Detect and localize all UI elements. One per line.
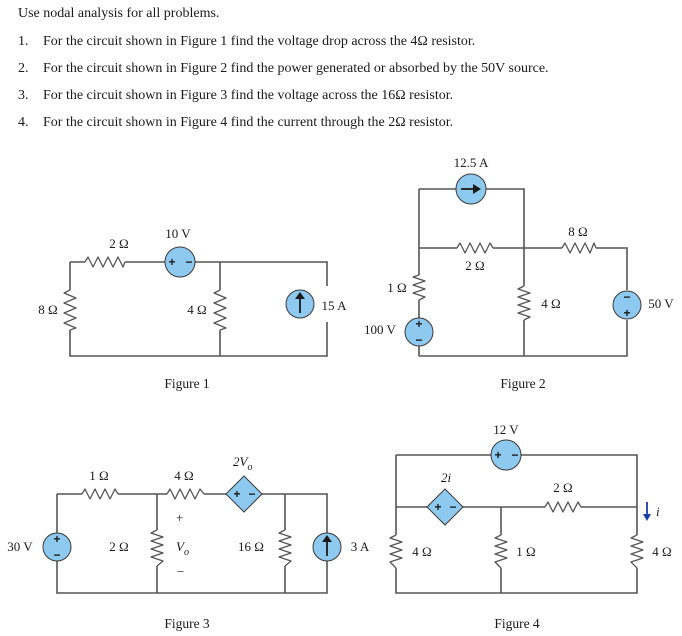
label-16ohm: 16 Ω <box>238 539 264 554</box>
voltage-source-30v: + − <box>42 532 72 562</box>
label-2ohm: 2 Ω <box>109 236 128 251</box>
voltage-source-12v: + − <box>490 439 522 471</box>
current-source-3a <box>312 532 342 562</box>
resistor-1ohm <box>81 488 119 500</box>
instructions-header: Use nodal analysis for all problems. <box>18 6 220 21</box>
problem-text: For the circuit shown in Figure 4 find t… <box>43 115 454 130</box>
svg-text:+: + <box>434 500 441 514</box>
figure-2-caption: Figure 2 <box>500 376 545 391</box>
resistor-4ohm-right <box>630 534 644 569</box>
svg-text:−: − <box>623 290 630 304</box>
problem-item: 1. For the circuit shown in Figure 1 find… <box>18 33 549 60</box>
vo-minus: − <box>177 564 184 579</box>
svg-text:−: − <box>511 448 518 462</box>
svg-text:+: + <box>623 306 630 320</box>
svg-text:+: + <box>233 487 240 501</box>
voltage-source-100v: + − <box>404 317 434 347</box>
label-1ohm: 1 Ω <box>387 280 406 295</box>
label-2ohm: 2 Ω <box>553 480 572 495</box>
resistor-1ohm <box>412 274 426 301</box>
problem-number: 2. <box>18 61 29 76</box>
label-2ohm: 2 Ω <box>109 539 128 554</box>
figure-4-caption: Figure 4 <box>494 616 540 631</box>
problem-item: 3. For the circuit shown in Figure 3 find… <box>18 87 549 114</box>
svg-text:+: + <box>415 317 422 331</box>
resistor-4ohm-left <box>389 534 403 569</box>
voltage-source-10v: + − <box>164 246 196 278</box>
resistor-16ohm <box>278 529 292 567</box>
resistor-4ohm <box>166 488 205 500</box>
label-1ohm: 1 Ω <box>89 468 108 483</box>
svg-text:−: − <box>248 487 255 501</box>
current-arrow <box>643 502 651 521</box>
current-source-15a <box>285 289 315 319</box>
label-12-5a: 12.5 A <box>454 155 489 170</box>
problem-item: 2. For the circuit shown in Figure 2 find… <box>18 60 549 87</box>
resistor-8ohm <box>561 242 597 254</box>
problem-text: For the circuit shown in Figure 1 find t… <box>43 34 476 49</box>
svg-text:−: − <box>449 500 456 514</box>
svg-text:+: + <box>168 255 175 269</box>
label-15a: 15 A <box>322 298 348 313</box>
svg-text:−: − <box>415 333 422 347</box>
figure-3-caption: Figure 3 <box>164 616 210 631</box>
svg-text:+: + <box>53 532 60 546</box>
resistor-2ohm <box>456 242 494 254</box>
problem-number: 1. <box>18 34 29 49</box>
label-100v: 100 V <box>364 322 397 337</box>
figure-4: + − + − 12 V 2i 2 Ω 4 Ω 1 Ω 4 Ω i Figure… <box>389 422 672 631</box>
svg-text:−: − <box>53 548 60 562</box>
figure-3: + − + − 1 Ω 4 Ω 2Vo 30 V 2 Ω + Vo − 16 Ω… <box>7 454 370 631</box>
label-10v: 10 V <box>165 226 191 241</box>
label-4ohm: 4 Ω <box>187 302 206 317</box>
problem-item: 4. For the circuit shown in Figure 4 find… <box>18 114 549 141</box>
label-12v: 12 V <box>493 422 519 437</box>
vo-plus: + <box>176 510 183 525</box>
figure-1: + − 2 Ω 10 V 8 Ω 4 Ω 15 A Figure 1 <box>38 226 347 391</box>
resistor-8ohm <box>63 289 77 331</box>
label-4ohm: 4 Ω <box>174 468 193 483</box>
label-1ohm: 1 Ω <box>516 544 535 559</box>
label-vo: Vo <box>176 539 189 558</box>
label-4ohm: 4 Ω <box>541 296 560 311</box>
resistor-4ohm <box>517 285 531 321</box>
resistor-2ohm <box>84 256 126 268</box>
label-dependent-source: 2i <box>441 470 452 485</box>
figure-1-caption: Figure 1 <box>164 376 209 391</box>
label-4ohm-left: 4 Ω <box>412 544 431 559</box>
label-4ohm-right: 4 Ω <box>652 544 671 559</box>
label-2ohm: 2 Ω <box>465 258 484 273</box>
problem-text: For the circuit shown in Figure 3 find t… <box>43 88 454 103</box>
problem-number: 4. <box>18 115 29 130</box>
resistor-1ohm <box>494 534 508 569</box>
resistor-2ohm <box>544 501 582 513</box>
voltage-source-50v: − + <box>612 290 642 320</box>
label-50v: 50 V <box>648 296 674 311</box>
label-8ohm: 8 Ω <box>38 302 57 317</box>
resistor-4ohm <box>213 289 227 331</box>
label-8ohm: 8 Ω <box>568 224 587 239</box>
svg-text:+: + <box>494 448 501 462</box>
dependent-voltage-source: + − <box>225 475 263 513</box>
current-source-12-5a <box>455 173 487 205</box>
label-30v: 30 V <box>7 539 33 554</box>
figure-2: + − − + 12.5 A 8 Ω 2 Ω 1 Ω 100 V 4 Ω 50 … <box>364 155 674 391</box>
svg-text:−: − <box>185 255 192 269</box>
dependent-voltage-source: + − <box>426 488 464 526</box>
resistor-2ohm <box>150 529 164 567</box>
problem-list: 1. For the circuit shown in Figure 1 find… <box>18 33 549 141</box>
label-3a: 3 A <box>351 539 370 554</box>
problem-number: 3. <box>18 88 29 103</box>
label-current-i: i <box>656 504 660 519</box>
problem-text: For the circuit shown in Figure 2 find t… <box>43 61 549 76</box>
label-dependent-source: 2Vo <box>233 454 252 473</box>
